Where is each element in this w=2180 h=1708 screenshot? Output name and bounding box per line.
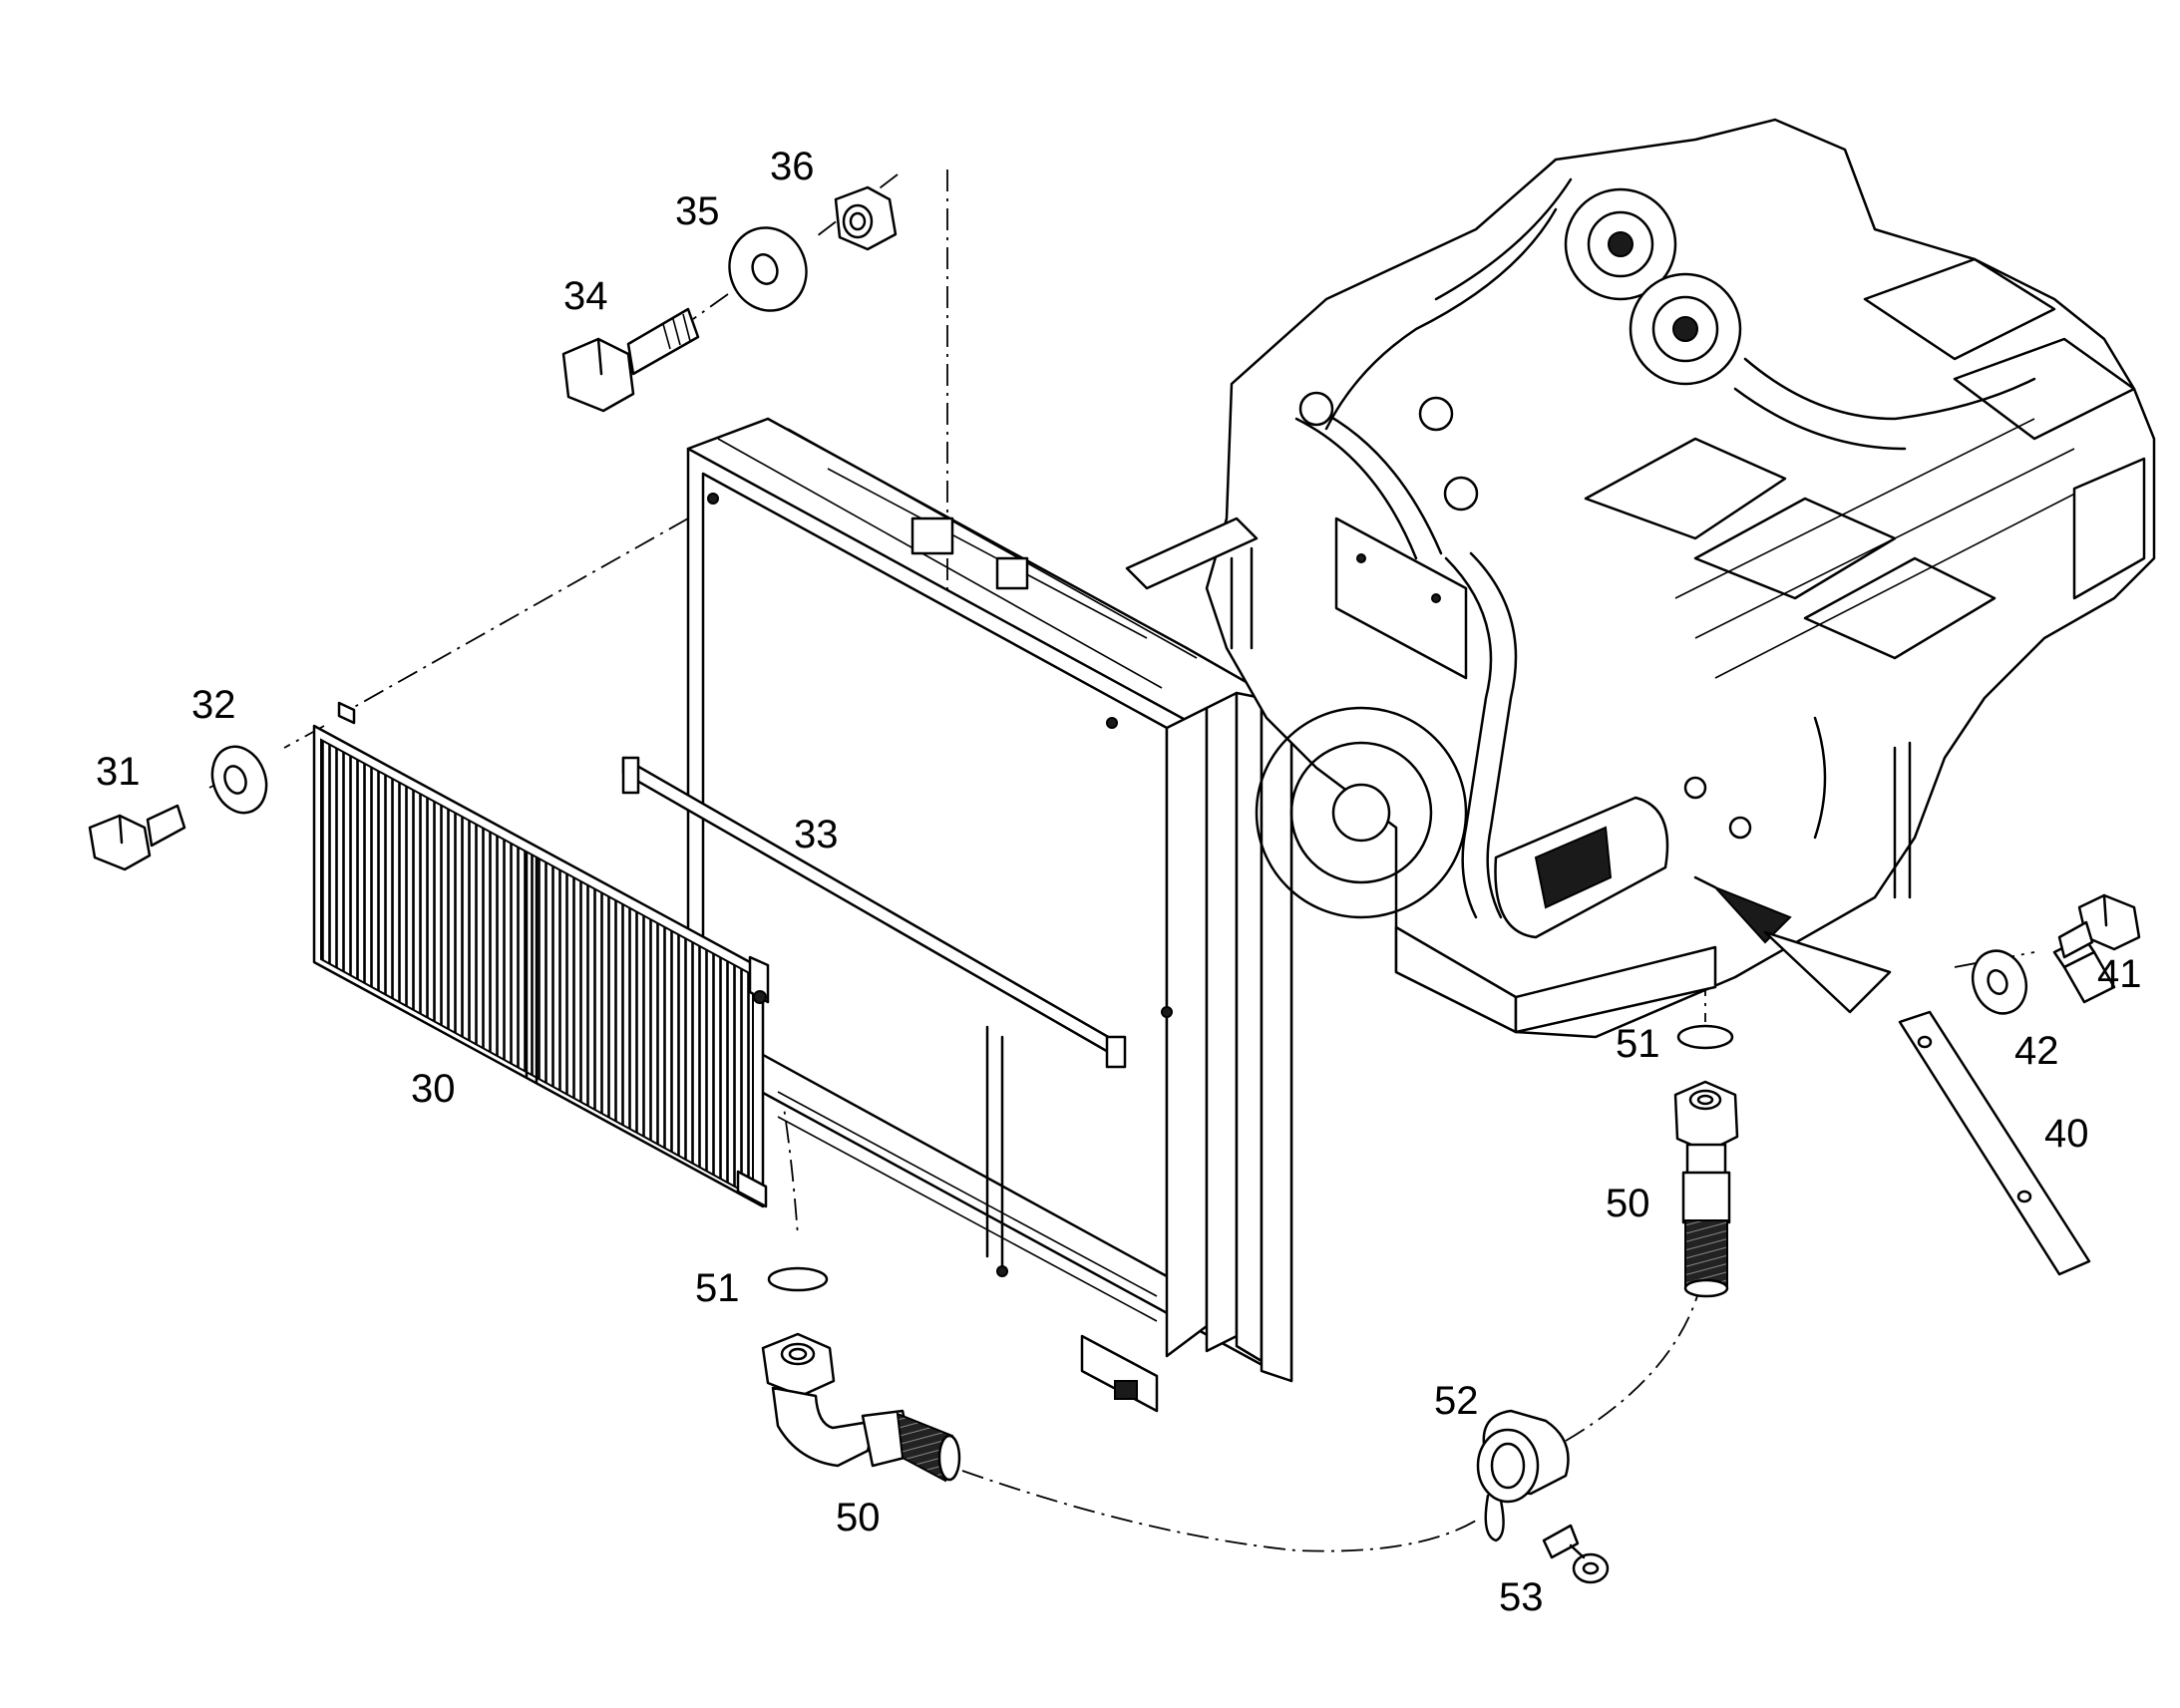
label-52: 52 bbox=[1434, 1379, 1479, 1423]
label-32: 32 bbox=[191, 683, 236, 727]
part-50-hose-left bbox=[761, 1332, 961, 1483]
engine-assembly bbox=[1125, 118, 2156, 1039]
label-40: 40 bbox=[2044, 1112, 2089, 1156]
label-53: 53 bbox=[1499, 1575, 1544, 1619]
label-41: 41 bbox=[2097, 952, 2142, 996]
label-33: 33 bbox=[794, 813, 839, 856]
label-51-right: 51 bbox=[1616, 1022, 1660, 1066]
label-34: 34 bbox=[563, 274, 608, 318]
label-31: 31 bbox=[96, 750, 141, 794]
part-32-washer bbox=[210, 745, 268, 815]
label-50-left: 50 bbox=[836, 1496, 881, 1539]
label-51-left: 51 bbox=[695, 1266, 740, 1310]
part-34-bolt bbox=[561, 307, 700, 413]
label-30: 30 bbox=[411, 1067, 456, 1111]
part-52-clamp bbox=[1476, 1409, 1570, 1542]
label-35: 35 bbox=[675, 189, 720, 233]
part-31-bolt bbox=[88, 804, 186, 871]
part-51-o-ring-right bbox=[1676, 1024, 1734, 1050]
part-30-cooler-core bbox=[312, 701, 770, 1208]
radiator-frame bbox=[686, 417, 1293, 1413]
part-50-hose-right bbox=[1673, 1080, 1739, 1298]
part-41-bolt bbox=[2052, 893, 2141, 1004]
part-53-screw bbox=[1542, 1524, 1610, 1584]
label-50-right: 50 bbox=[1606, 1182, 1650, 1225]
label-42: 42 bbox=[2014, 1029, 2059, 1073]
part-40-strap bbox=[1898, 1010, 2091, 1276]
part-33-bracket bbox=[621, 756, 1127, 1069]
part-36-nut bbox=[834, 185, 898, 251]
callout-labels: 30 31 32 33 34 35 36 40 41 42 50 50 51 5… bbox=[96, 145, 2142, 1619]
part-51-o-ring-left bbox=[767, 1266, 829, 1292]
part-42-washer bbox=[1971, 949, 2028, 1015]
part-35-washer bbox=[728, 226, 808, 312]
view-direction-arrow bbox=[1693, 875, 1892, 1014]
label-36: 36 bbox=[770, 145, 815, 188]
